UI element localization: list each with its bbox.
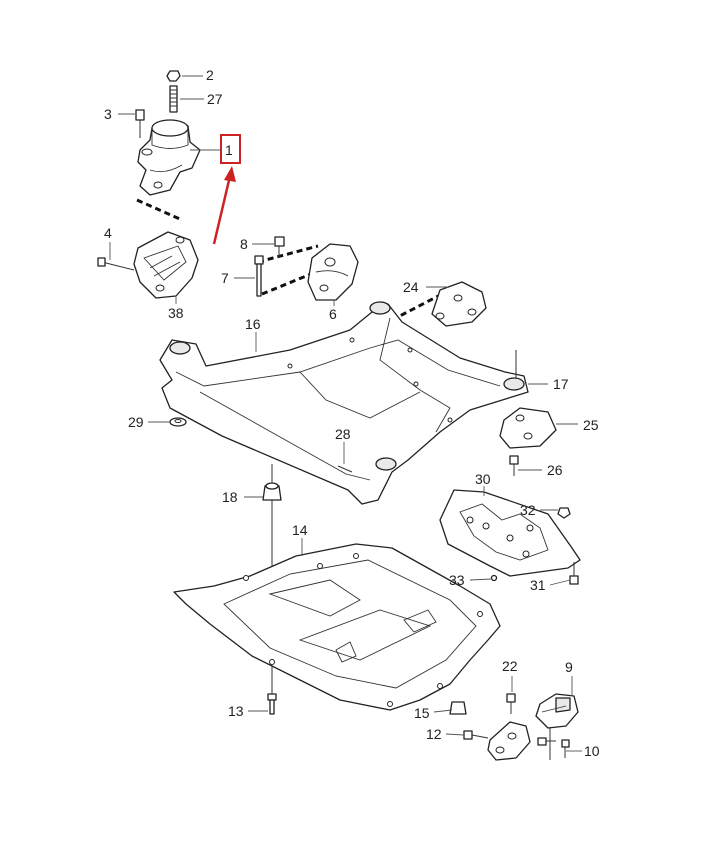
- callout-24: 24: [403, 279, 419, 295]
- callout-38: 38: [168, 305, 184, 321]
- bolt-12-fastener: [463, 730, 489, 740]
- callout-10: 10: [584, 743, 600, 759]
- callout-12: 12: [426, 726, 442, 742]
- callout-1[interactable]: 1: [225, 142, 233, 158]
- callout-31: 31: [530, 577, 546, 593]
- callout-33: 33: [449, 572, 465, 588]
- callout-28: 28: [335, 426, 351, 442]
- bolt-32: [557, 507, 571, 519]
- bolt-10: [561, 739, 570, 758]
- bolt-13: [267, 693, 277, 715]
- callout-15: 15: [414, 705, 430, 721]
- mount-9: [535, 693, 579, 729]
- callout-labels: 2 27 3 1 4 38 8 7 6 24 16 17 29 25 28 26…: [104, 67, 600, 759]
- bracket-6: [307, 243, 359, 301]
- bracket-24: [431, 281, 487, 327]
- shield-30: [439, 489, 581, 577]
- engine-mount-upper: [137, 119, 201, 196]
- highlight-arrow: [212, 166, 236, 245]
- callout-29: 29: [128, 414, 144, 430]
- stud-27: [169, 85, 178, 113]
- callout-3: 3: [104, 106, 112, 122]
- bolt-3: [135, 109, 145, 138]
- callout-4: 4: [104, 225, 112, 241]
- callout-6: 6: [329, 306, 337, 322]
- callout-2: 2: [206, 67, 214, 83]
- callout-22: 22: [502, 658, 518, 674]
- bracket-12: [487, 721, 531, 761]
- bolt-8: [274, 236, 285, 258]
- subframe-16: [159, 301, 529, 505]
- mount-bracket-38: [133, 231, 199, 299]
- callout-26: 26: [547, 462, 563, 478]
- leader-lines: [109, 75, 582, 752]
- callout-16: 16: [245, 316, 261, 332]
- callout-17: 17: [553, 376, 569, 392]
- bracket-25: [499, 407, 557, 449]
- callout-7: 7: [221, 270, 229, 286]
- bolt-4: [97, 257, 135, 271]
- skid-plate-14: [173, 543, 501, 711]
- callout-14: 14: [292, 522, 308, 538]
- clip-15: [449, 701, 467, 715]
- callout-18: 18: [222, 489, 238, 505]
- bolt-26: [509, 455, 519, 476]
- washer-29: [169, 417, 187, 427]
- callout-30: 30: [475, 471, 491, 487]
- bolt-22: [506, 693, 516, 714]
- callout-32: 32: [520, 502, 536, 518]
- callout-8: 8: [240, 236, 248, 252]
- callout-13: 13: [228, 703, 244, 719]
- highlight-box: [220, 134, 241, 164]
- nut-2: [166, 70, 181, 82]
- bolt-7: [254, 255, 264, 297]
- callout-27: 27: [207, 91, 223, 107]
- callout-25: 25: [583, 417, 599, 433]
- bolt-mid: [537, 737, 556, 746]
- callout-9: 9: [565, 659, 573, 675]
- spacer-18: [262, 482, 282, 501]
- pin-28: [337, 465, 353, 473]
- clip-33: [490, 574, 498, 582]
